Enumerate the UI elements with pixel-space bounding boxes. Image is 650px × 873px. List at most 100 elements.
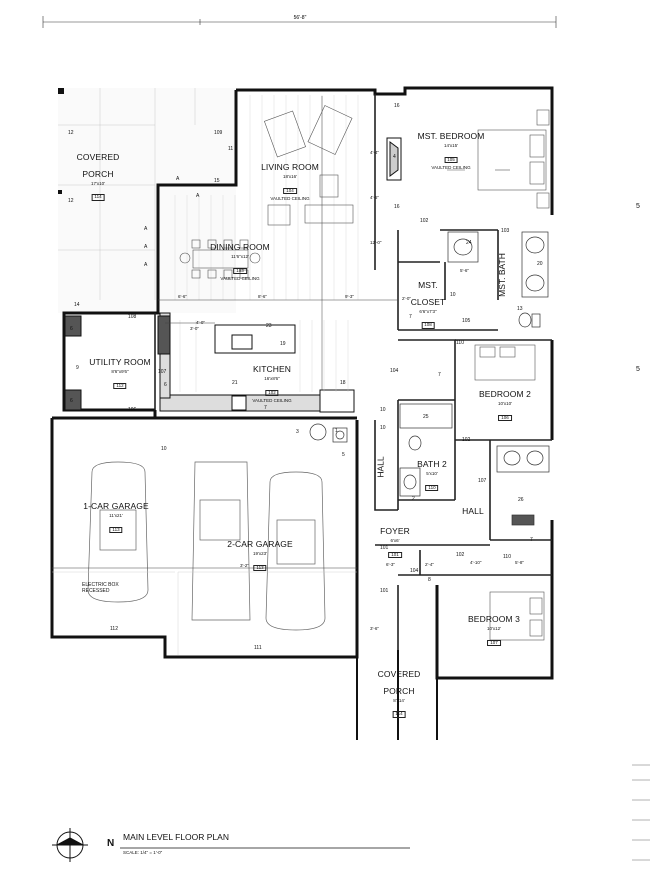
dim-label: 2'-0" [402,296,411,301]
fixture-tag: 10 [380,425,386,431]
room-label-garage-2: 2-CAR GARAGE 19'x23' 113 [227,539,293,572]
master-bath-fixtures [447,231,549,328]
door-tag: 109 [214,130,223,136]
fixture-tag: 9 [76,365,79,371]
north-label: N [107,838,115,849]
fixture-tag: A [144,244,148,250]
door-tag: 111 [254,645,262,651]
electric-box-note: ELECTRIC BOX RECESSED [82,582,119,594]
dining-dimension-line [158,96,398,390]
dim-label: 3'-6" [370,626,379,631]
north-arrow [52,828,88,862]
plan-scale: SCALE: 1/4" = 1'-0" [123,850,163,855]
bath-2-fixtures [399,403,453,497]
fixture-tag: 7 [409,314,412,320]
fixture-tag: 8 [428,577,431,583]
door-tag: 110 [503,554,511,560]
fixture-tag: 13 [517,306,523,312]
fixture-tag: 4 [393,154,396,160]
dim-label: 8'-6" [258,294,267,299]
dim-label: 6'-3" [386,562,395,567]
fixture-tag: 15 [214,178,220,184]
fixture-tag: 1 [335,428,338,434]
interior-walls [154,94,552,650]
dim-label: 6'-6" [178,294,187,299]
fixture-tag: 3 [296,429,299,435]
room-label-bedroom-3: BEDROOM 3 10'x12' 107 [468,614,520,647]
room-label-foyer: FOYER 6'x6' 101 [380,526,410,559]
side-label-2: 5 [636,366,640,373]
room-label-mst-bath: MST. BATH [496,253,507,297]
dim-label: 4'-10" [470,560,482,565]
door-tag: 102 [462,437,471,443]
fixture-tag: 6 [164,382,167,388]
fixture-tag: 21 [232,380,238,386]
door-tag: 105 [462,318,471,324]
dim-label: 4'-0" [196,320,205,325]
fixture-tag: 2 [412,496,415,502]
right-margin-lines [632,764,650,861]
fixture-tag: 10 [380,407,386,413]
fireplace [386,137,402,181]
covered-porch-1-area [58,88,236,313]
fixture-tag: 12 [68,198,74,204]
fixture-tag: A [196,193,200,199]
utility-room-walls [64,315,171,411]
fixture-tag: A [144,262,148,268]
dim-label: 5'-8" [515,560,524,565]
dim-label: 12'-0" [370,240,382,245]
dim-label: 2'-4" [425,562,434,567]
exterior-walls [50,86,554,680]
dim-label: 5'-6" [460,268,469,273]
fixture-tag: 7 [530,537,533,543]
room-label-bath-2: BATH 2 5'x10' 110 [417,459,447,492]
garage-cars [87,461,326,631]
fixture-tag: 16 [394,103,400,109]
fixture-tag: 26 [518,497,524,503]
room-label-covered-porch-2: COVERED PORCH 8'x14' 114 [377,669,421,719]
fixture-tag: 10 [450,292,456,298]
bedroom-2-bed [474,344,536,381]
fixture-tag: 19 [280,341,286,347]
fixture-tag: 14 [74,302,80,308]
fixture-tag: 11 [228,146,234,152]
door-tag: 107 [158,369,167,375]
room-label-mst-bedroom: MST. BEDROOM 14'x15' 105 VAULTED CEILING [417,131,485,171]
room-label-dining-room: DINING ROOM 11'6"x12' 103 VAULTED CEILIN… [210,242,270,282]
room-label-utility-room: UTILITY ROOM 8'6"x9'6" 112 [89,357,151,390]
living-room-furniture [264,105,354,226]
door-tag: 107 [478,478,487,484]
master-bed [447,109,550,209]
fixture-tag: 24 [466,240,472,246]
room-label-kitchen: KITCHEN 16'x8'6" 102 VAULTED CEILING [252,364,292,404]
door-tag: 102 [456,552,465,558]
hall-linen-closet [496,445,550,526]
door-tag: 102 [420,218,429,224]
fixture-tag: 7 [264,405,267,411]
dim-label: 3'-0" [190,326,199,331]
garage-equipment [309,423,348,443]
fixture-tag: 10 [161,446,167,452]
room-label-garage-1: 1-CAR GARAGE 11'x21' 113 [83,501,149,534]
fixture-tag: 20 [537,261,543,267]
fixture-tag: 6 [70,398,73,404]
dim-label: 4'-4" [370,150,379,155]
door-tag: 101 [380,588,389,594]
room-label-mst-closet: MST. CLOSET 6'6"x7'3" 108 [410,280,446,330]
dim-label: 3'-2" [240,563,249,568]
bedroom-3-bed [489,591,545,641]
door-tag: 110 [456,340,464,346]
fixture-tag: 23 [266,323,272,329]
fixture-tag: A [176,176,180,182]
overall-width-label: 56'-8" [294,15,307,21]
fixture-tag: 7 [438,372,441,378]
side-label-1: 5 [636,203,640,210]
fixture-tag: 6 [70,326,73,332]
kitchen-counters [159,312,355,413]
door-tag: 101 [380,545,389,551]
fixture-tag: 25 [423,414,429,420]
covered-porch-2-area [356,650,438,740]
fixture-tag: 16 [394,204,400,210]
door-tag: 106 [128,407,137,413]
dim-label: 4'-6" [370,195,379,200]
